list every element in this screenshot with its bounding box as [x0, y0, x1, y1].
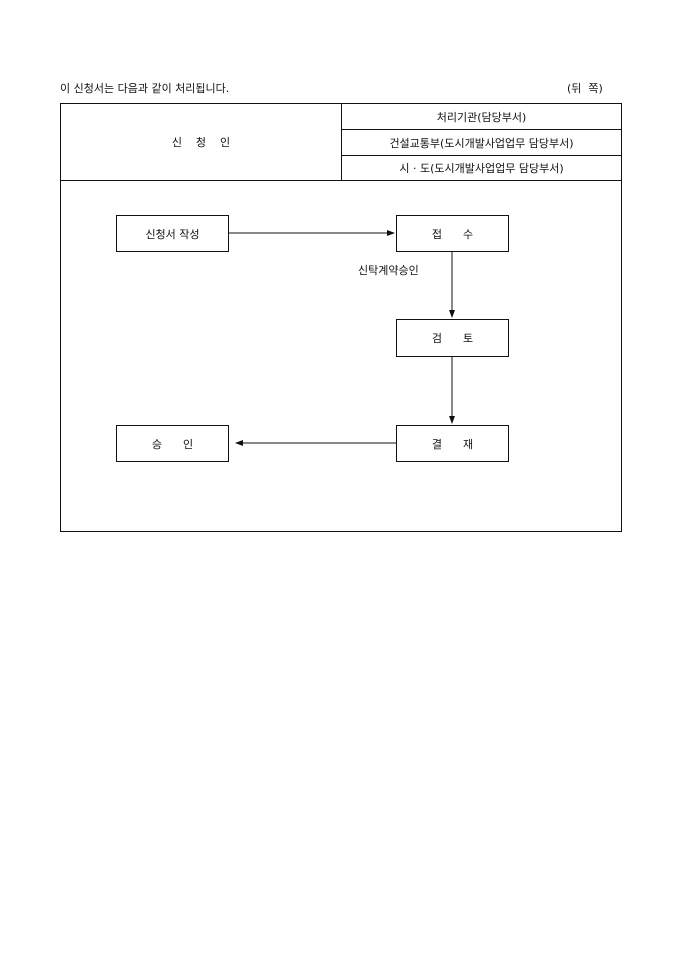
applicant-cell: 신 청 인 [171, 136, 231, 149]
page-side-label: (뒤 쪽) [567, 82, 603, 95]
divider [342, 129, 621, 130]
divider [342, 155, 621, 156]
step-review-box: 검 토 [396, 319, 509, 357]
divider [341, 104, 342, 180]
step-write-box: 신청서 작성 [116, 215, 229, 252]
step-approve-box: 승 인 [116, 425, 229, 462]
agency-title-cell: 처리기관(담당부서) [436, 110, 527, 124]
agency-ministry-cell: 건설교통부(도시개발사업업무 담당부서) [389, 136, 574, 150]
step-receive-box: 접 수 [396, 215, 509, 252]
intro-text: 이 신청서는 다음과 같이 처리됩니다. [60, 82, 230, 95]
process-table: 신 청 인 처리기관(담당부서) 건설교통부(도시개발사업업무 담당부서) 시 … [60, 103, 622, 532]
agency-city-cell: 시 · 도(도시개발사업업무 담당부서) [399, 162, 564, 175]
step-decide-box: 결 재 [396, 425, 509, 462]
edge-label: 신탁계약승인 [358, 264, 419, 277]
divider [61, 180, 621, 181]
